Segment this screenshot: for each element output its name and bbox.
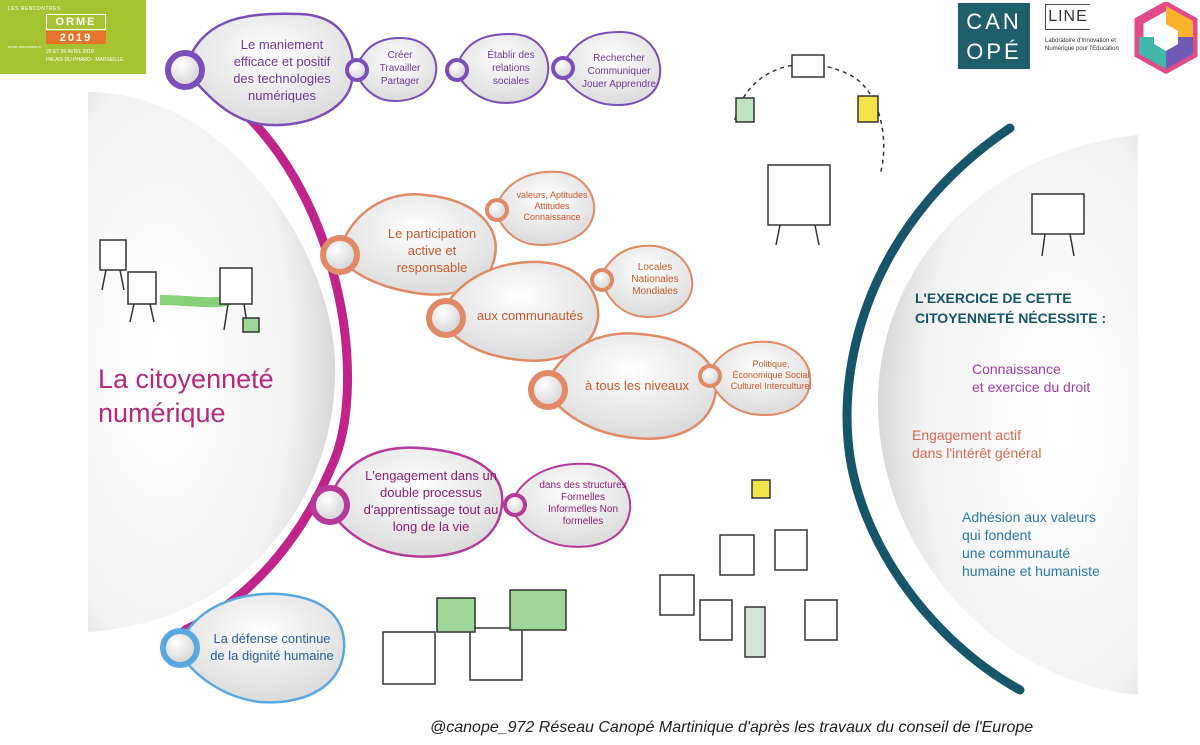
right-disk [877,135,1138,695]
branch-3-shape [310,446,632,558]
orme-place: PALAIS DU PHARO - MARSEILLE [46,57,124,63]
orme-dates: 25 ET 26 AVRIL 2019 [46,49,94,55]
doodle-characters [99,54,1085,685]
canope-logo: CAN OPÉ [958,3,1030,69]
canope-line-1: CAN [966,9,1022,34]
orme-tagline: LES RENCONTRES [8,6,61,12]
branch-1-subnode-3: Rechercher Communiquer Jouer Apprendre [582,52,656,90]
branch-3-label: L'engagement dans un double processus d'… [363,468,499,534]
hexagon-logo-icon [1134,2,1198,74]
branch-3-subnode-1: dans des structures Formelles Informelle… [539,480,627,527]
branch-1-subnode-1: Créer Travailler Partager [379,49,421,87]
branch-1-shape [165,12,662,127]
branch-2-label: Le participation active et responsable [387,225,477,275]
line-title: LINE [1045,4,1090,30]
left-arc [180,70,353,635]
line-subtitle: Laboratoire d'Innovation et Numérique po… [1045,38,1119,52]
requirement-3: Adhésion aux valeurs qui fondent une com… [962,509,1100,579]
page-title: La citoyenneté numérique [98,364,274,428]
requirements-heading: L'EXERCICE DE CETTE CITOYENNETÉ NÉCESSIT… [915,290,1107,326]
left-disk [88,92,336,632]
orme-website: orme-rencontres.fr [8,44,41,49]
branch-1-subnode-2: Établir des relations sociales [487,49,535,87]
branch-2-subnode-4: à tous les niveaux [584,377,690,393]
requirement-1: Connaissance et exercice du droit [972,361,1091,395]
branch-2-subnode-2: aux communautés [476,307,584,323]
line-logo: LINE Laboratoire d'Innovation et Numériq… [1045,4,1123,68]
credit-line: @canope_972 Réseau Canopé Martinique d'a… [430,719,1034,736]
branch-2-subnode-3: Locales Nationales Mondiales [631,262,679,297]
orme-logo: LES RENCONTRES ORME 2019 orme-rencontres… [0,0,146,74]
branch-4-shape [160,592,346,704]
branch-4-label: La défense continue de la dignité humain… [210,631,334,663]
branch-2-subnode-1: valeurs, Aptitudes Attitudes Connaissanc… [516,189,588,222]
right-arc [842,123,1025,695]
canope-line-2: OPÉ [966,39,1022,64]
branch-2-shape [320,170,812,440]
orme-year: 2019 [46,31,106,44]
branch-2-subnode-5: Politique, Économique Social Culturel In… [730,358,812,391]
requirement-2: Engagement actif dans l'intérêt général [912,427,1042,461]
orme-word: ORME [46,14,106,30]
branch-1-label: Le maniement efficace et positif des tec… [233,37,331,103]
